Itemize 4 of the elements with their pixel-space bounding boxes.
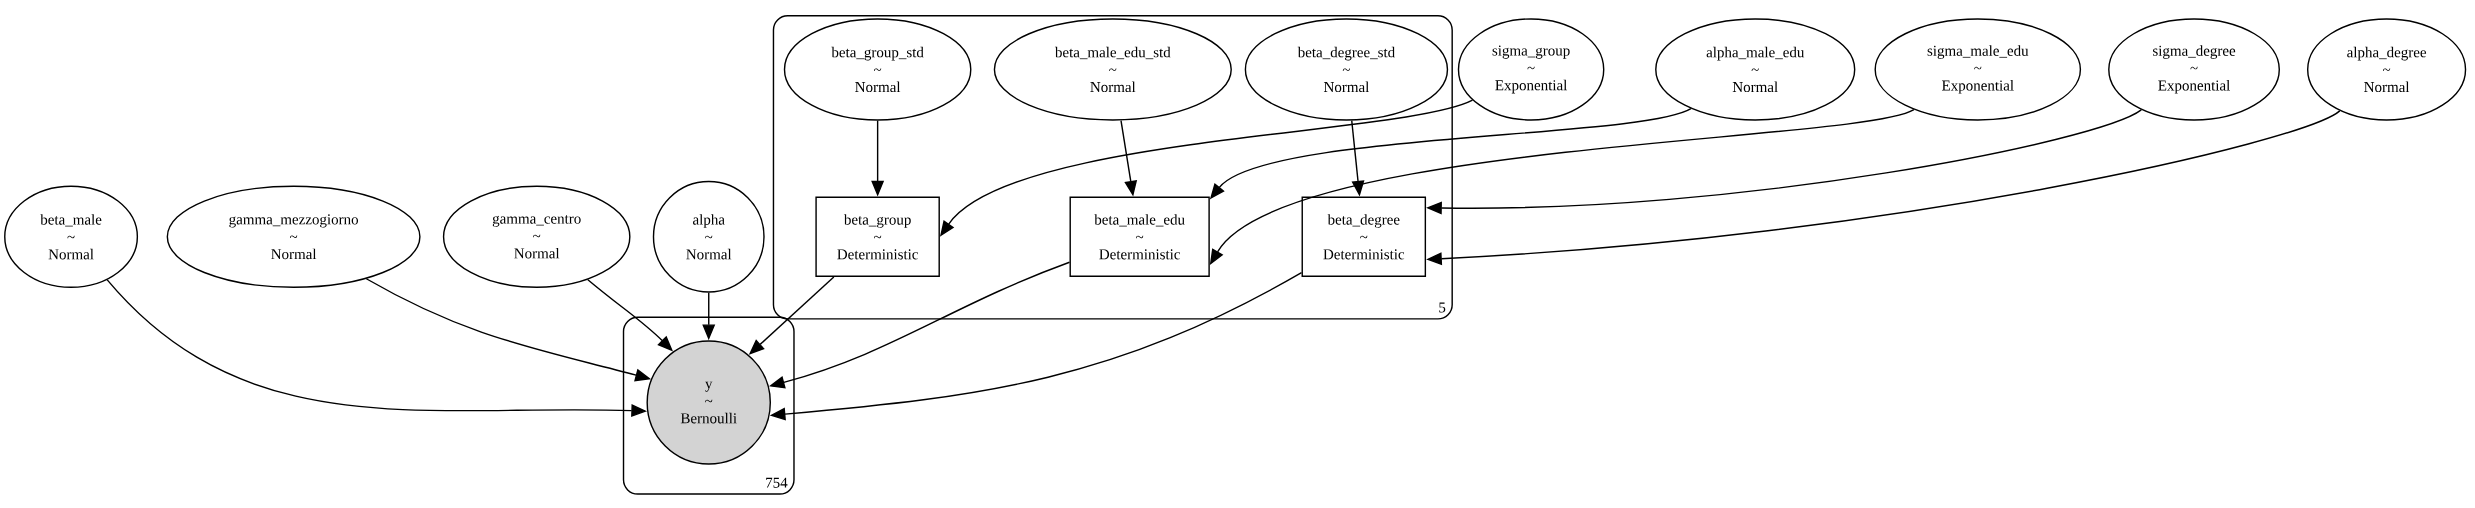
deterministic-box: beta_male_edu ~ Deterministic [1069,196,1210,277]
observed-node: y ~ Bernoulli [646,340,771,465]
deterministic-box: beta_group ~ Deterministic [815,196,940,277]
deterministic-box: beta_degree ~ Deterministic [1301,196,1427,277]
